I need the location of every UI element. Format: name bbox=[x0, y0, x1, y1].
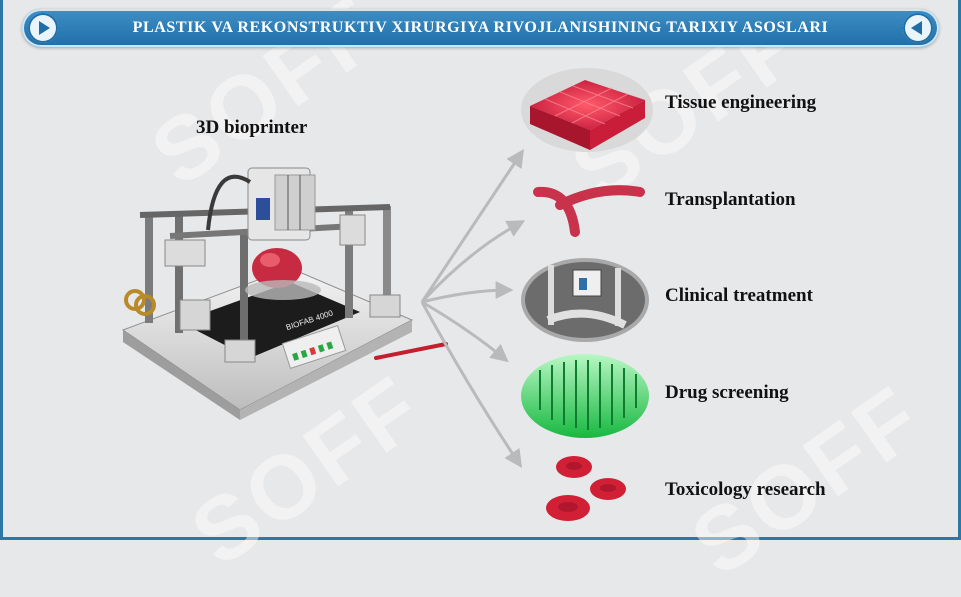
application-label: Toxicology research bbox=[665, 479, 826, 500]
application-label: Clinical treatment bbox=[665, 285, 813, 306]
application-label: Tissue engineering bbox=[665, 92, 817, 113]
arrow-tissue bbox=[420, 149, 524, 303]
slide-header: PLASTIK VA REKONSTRUKTIV XIRURGIYA RIVOJ… bbox=[22, 9, 939, 47]
arrow-group bbox=[420, 149, 526, 468]
slide-frame bbox=[0, 0, 961, 540]
arrow-drug bbox=[421, 300, 509, 363]
clinical-printer-icon bbox=[521, 258, 649, 342]
slide-title: PLASTIK VA REKONSTRUKTIV XIRURGIYA RIVOJ… bbox=[132, 19, 829, 36]
application-label: Drug screening bbox=[665, 382, 789, 403]
tissue-scaffold-icon bbox=[521, 68, 653, 152]
play-right-icon bbox=[911, 21, 922, 35]
play-left-icon bbox=[39, 21, 50, 35]
arrow-transplantation bbox=[420, 220, 526, 304]
source-label: 3D bioprinter bbox=[196, 117, 308, 138]
bioprinter-image: BIOFAB 4000 bbox=[121, 167, 448, 420]
arrow-toxicology bbox=[420, 301, 522, 468]
bioprinter-diagram: BIOFAB 4000 bbox=[121, 68, 653, 521]
previous-slide-button[interactable] bbox=[28, 13, 58, 43]
next-slide-button[interactable] bbox=[903, 13, 933, 43]
arrow-clinical bbox=[421, 281, 514, 304]
drug-plate-icon bbox=[521, 354, 649, 438]
application-label: Transplantation bbox=[665, 189, 796, 210]
blood-vessel-icon bbox=[533, 185, 645, 237]
red-cells-icon bbox=[546, 456, 626, 521]
